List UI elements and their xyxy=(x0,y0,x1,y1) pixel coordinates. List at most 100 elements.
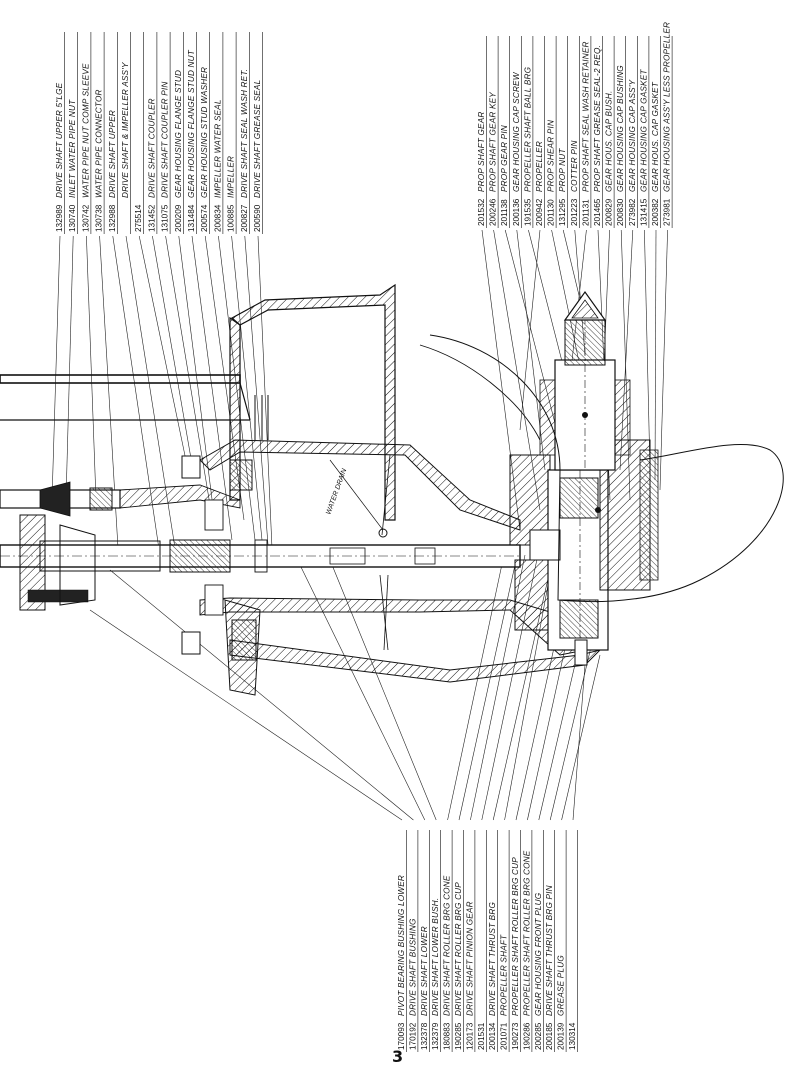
part-label: GEAR HOUSING FLANGE STUD xyxy=(174,70,183,198)
part-label: DRIVE SHAFT LOWER BUSH. xyxy=(431,898,440,1016)
right-parts-entry: 131415 GEAR HOUSING CAP GASKET xyxy=(639,36,650,228)
part-label: IMPELLER WATER SEAL xyxy=(213,99,222,198)
part-number: 201532 xyxy=(477,198,486,226)
leader-line xyxy=(138,235,189,471)
part-number: 200827 xyxy=(240,204,249,232)
prop-shaft xyxy=(539,290,631,471)
part-label: DRIVE SHAFT UPPER xyxy=(108,110,117,198)
top-parts-entry: 200827 DRIVE SHAFT SEAL WASH RET. xyxy=(240,32,250,234)
part-label: PROPELLER SHAFT xyxy=(500,934,509,1016)
top-parts-entry: 200209 GEAR HOUSING FLANGE STUD xyxy=(174,32,184,234)
leader-line xyxy=(561,654,601,821)
part-number: 200829 xyxy=(605,198,614,226)
part-number: 131295 xyxy=(558,198,567,226)
part-number: 170093 xyxy=(397,1022,406,1050)
part-number: 200830 xyxy=(616,198,625,226)
right-parts-entry: 200830 GEAR HOUSING CAP BUSHING xyxy=(616,36,627,228)
top-parts-entry: DRIVE SHAFT & IMPELLER ASS'Y xyxy=(121,32,131,234)
part-number: 200574 xyxy=(200,204,209,232)
part-number: 200134 xyxy=(488,1022,497,1050)
part-label: DRIVE SHAFT BUSHING xyxy=(408,918,417,1016)
part-label: PROP SHAFT GEAR KEY xyxy=(489,92,498,192)
part-label: PROPELLER SHAFT ROLLER BRG CONE xyxy=(522,850,531,1016)
leader-line xyxy=(519,229,541,431)
part-number: 100885 xyxy=(227,204,236,232)
leader-line xyxy=(65,235,74,501)
part-label: PROP SHAFT SEAL WASH RETAINER xyxy=(581,41,590,192)
part-label: WATER PIPE NUT COMP SLEEVE xyxy=(81,63,90,198)
leader-line xyxy=(654,229,657,481)
top-parts-entry: 132988 DRIVE SHAFT UPPER xyxy=(108,32,118,234)
part-number: 201071 xyxy=(500,1022,509,1050)
leader-line xyxy=(191,235,233,541)
part-number: 190285 xyxy=(454,1022,463,1050)
part-number: 200285 xyxy=(534,1022,543,1050)
drive-shaft xyxy=(0,539,521,573)
flange-studs xyxy=(181,455,257,661)
bottom-parts-entry: 201531 xyxy=(477,830,487,1052)
part-label: DRIVE SHAFT & IMPELLER ASS'Y xyxy=(121,62,130,198)
part-number: 132378 xyxy=(420,1022,429,1050)
part-number: 273981 xyxy=(663,198,672,226)
part-label: DRIVE SHAFT COUPLER PIN xyxy=(161,81,170,198)
part-number: 200139 xyxy=(557,1022,566,1050)
part-number: 201138 xyxy=(500,199,509,226)
part-number: 275514 xyxy=(134,204,143,232)
part-number: 201531 xyxy=(477,1022,486,1050)
part-label: GEAR HOUS. CAP GASKET xyxy=(651,81,660,192)
water-pipe xyxy=(0,481,241,611)
part-label: PROP SHEAR PIN xyxy=(547,120,556,192)
part-label: GEAR HOUSING ASS'Y LESS PROPELLER xyxy=(663,22,672,192)
part-number: 132379 xyxy=(431,1022,440,1050)
top-parts-entry: 275514 xyxy=(134,32,144,234)
part-label: DRIVE SHAFT SEAL WASH RET. xyxy=(240,69,249,198)
right-parts-entry: 273981 GEAR HOUSING ASS'Y LESS PROPELLER xyxy=(663,22,673,228)
part-label: GEAR HOUSING FLANGE STUD NUT xyxy=(187,49,196,198)
part-number: 200136 xyxy=(512,198,521,226)
part-label: GEAR HOUSING CAP BUSHING xyxy=(616,65,625,192)
part-number: 131484 xyxy=(187,204,196,232)
part-number: 201130 xyxy=(547,199,556,226)
part-number: 120173 xyxy=(465,1022,474,1050)
upper-housing xyxy=(0,374,269,440)
leader-line xyxy=(86,235,97,501)
part-label: PROP SHAFT GREASE SEAL-2 REQ. xyxy=(593,45,602,192)
leader-line xyxy=(257,235,273,549)
leader-line xyxy=(51,235,61,501)
bottom-parts-entry: 130314 xyxy=(568,830,578,1052)
part-label: PROPELLER xyxy=(535,141,544,192)
part-number: 132988 xyxy=(108,204,117,232)
part-number: 130314 xyxy=(568,1022,577,1050)
part-label: INLET WATER PIPE NUT xyxy=(68,99,77,198)
water-drain-note: WATER DRAIN xyxy=(325,467,348,516)
part-number: 200246 xyxy=(489,198,498,226)
part-label: DRIVE SHAFT UPPER 5"LGE xyxy=(55,82,64,198)
leader-line xyxy=(572,664,586,821)
bottom-parts-entry: 201071 PROPELLER SHAFT xyxy=(500,830,510,1052)
part-number: 200209 xyxy=(174,204,183,232)
part-label: GEAR HOUSING CAP GASKET xyxy=(639,69,648,192)
part-number: 131415 xyxy=(639,198,648,226)
part-number: 201223 xyxy=(570,198,579,226)
